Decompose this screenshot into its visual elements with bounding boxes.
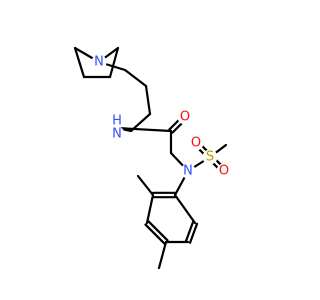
atom-symbol: S — [206, 150, 214, 165]
bond-a2-a3 — [145, 193, 155, 225]
atom-symbol: O — [219, 164, 229, 179]
atom-symbol: N — [112, 127, 122, 142]
atom-symbol: N — [183, 164, 193, 179]
atom-o-sulfonyl-2: O — [216, 163, 232, 179]
atom-symbol: O — [191, 136, 201, 151]
bond-a5-a6-a — [188, 222, 199, 244]
atom-symbol: H — [112, 114, 122, 129]
bond-a6-a1 — [173, 193, 197, 225]
atom-n-amide: N — [109, 126, 125, 142]
bond-a3-a4-b — [147, 220, 169, 242]
atom-symbol: N — [94, 55, 104, 70]
bond-a3-a4-a — [144, 223, 166, 245]
atom-o-carbonyl: O — [177, 109, 193, 125]
bond-a4-me4 — [157, 240, 168, 270]
atom-background — [109, 113, 125, 129]
atom-o-sulfonyl-1: O — [188, 135, 204, 151]
bond-r3-r4 — [108, 46, 120, 79]
bond-r1-r2 — [73, 46, 86, 79]
atom-h-amide: H — [109, 113, 125, 129]
atom-n-sulfonamide: N — [180, 163, 196, 179]
atom-symbol: O — [180, 110, 190, 125]
atom-background — [177, 109, 193, 125]
atom-background — [180, 163, 196, 179]
atom-s-sulfonyl: S — [202, 149, 218, 165]
atom-background — [91, 54, 107, 70]
atom-background — [216, 163, 232, 179]
atom-n-pyrrolidine: N — [91, 54, 107, 70]
atom-background — [109, 126, 125, 142]
atom-background — [202, 149, 218, 165]
bond-c2-c3 — [144, 84, 152, 116]
bond-c1-c2 — [123, 68, 148, 88]
bond-a5-a6-b — [184, 221, 195, 243]
atom-background — [188, 135, 204, 151]
bond-NamH-CO — [115, 126, 173, 133]
bond-a2-me2 — [136, 174, 155, 197]
